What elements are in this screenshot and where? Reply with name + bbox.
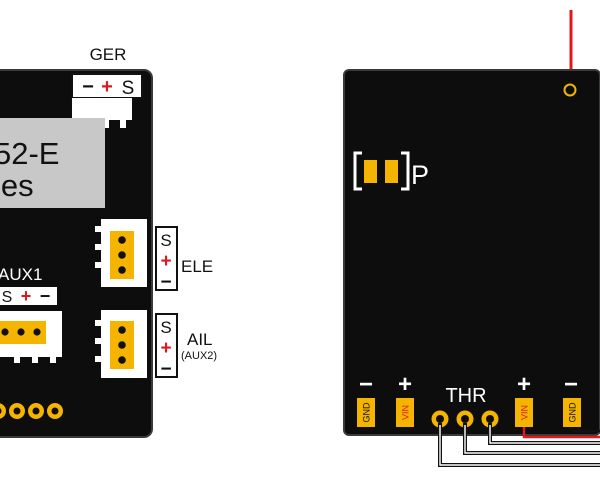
aux1-connector (0, 311, 62, 363)
left-plus-mark: + (398, 371, 412, 398)
ger-label: GER (90, 45, 127, 64)
pad-vin-left (396, 398, 414, 427)
pad-gnd-right-label: GND (568, 402, 578, 423)
aux1-label: AUX1 (0, 265, 42, 284)
aux1-pin-minus: − (40, 286, 51, 306)
aux1-pin-plus: + (21, 286, 32, 306)
bind-label: P (411, 160, 429, 190)
left-bottom-pads (0, 403, 63, 419)
thr-label: THR (445, 385, 486, 407)
ele-pin-signal: S (160, 231, 171, 250)
ail-pin-legend (155, 313, 178, 378)
pad-vin-left-label: VIN (401, 405, 411, 420)
ail-sublabel: (AUX2) (181, 350, 217, 362)
ele-pin-plus: + (160, 251, 171, 272)
pad-vin-right (515, 398, 533, 427)
model-line-2: ies (0, 168, 34, 203)
aux1-pin-signal: S (2, 289, 13, 306)
model-label-box (0, 118, 105, 208)
left-minus-mark: − (359, 371, 373, 398)
pad-gnd-left-label: GND (362, 402, 372, 423)
ele-pin-minus: − (160, 272, 171, 293)
bind-pads (353, 151, 410, 191)
ger-pin-plus: + (101, 76, 113, 98)
ail-pin-plus: + (160, 338, 171, 359)
aux1-pin-legend (0, 287, 57, 305)
pad-gnd-right (563, 398, 581, 427)
left-receiver-board: GER − + S 52-E ies S + − ELE (0, 45, 217, 438)
antenna-pad (563, 83, 577, 97)
right-minus-mark: − (564, 371, 578, 398)
ail-pin-minus: − (160, 359, 171, 380)
ger-pin-signal: S (122, 78, 135, 99)
right-plus-mark: + (517, 371, 531, 398)
ail-label: AIL (187, 330, 213, 349)
right-board-body (343, 69, 600, 436)
ger-pin-minus: − (82, 76, 94, 98)
ger-pin-legend (71, 73, 143, 99)
ele-connector (95, 219, 147, 287)
right-receiver-board: P − + + − THR GND VIN VIN GND (343, 10, 600, 467)
pad-gnd-left (357, 398, 375, 427)
ail-pin-signal: S (160, 318, 171, 337)
pad-vin-right-label: VIN (520, 405, 530, 420)
ele-pin-legend (155, 226, 178, 291)
thr-pads (431, 410, 499, 428)
ele-label: ELE (181, 257, 213, 276)
model-line-1: 52-E (0, 136, 59, 171)
wire-harness (438, 423, 600, 467)
ail-connector (95, 310, 147, 378)
